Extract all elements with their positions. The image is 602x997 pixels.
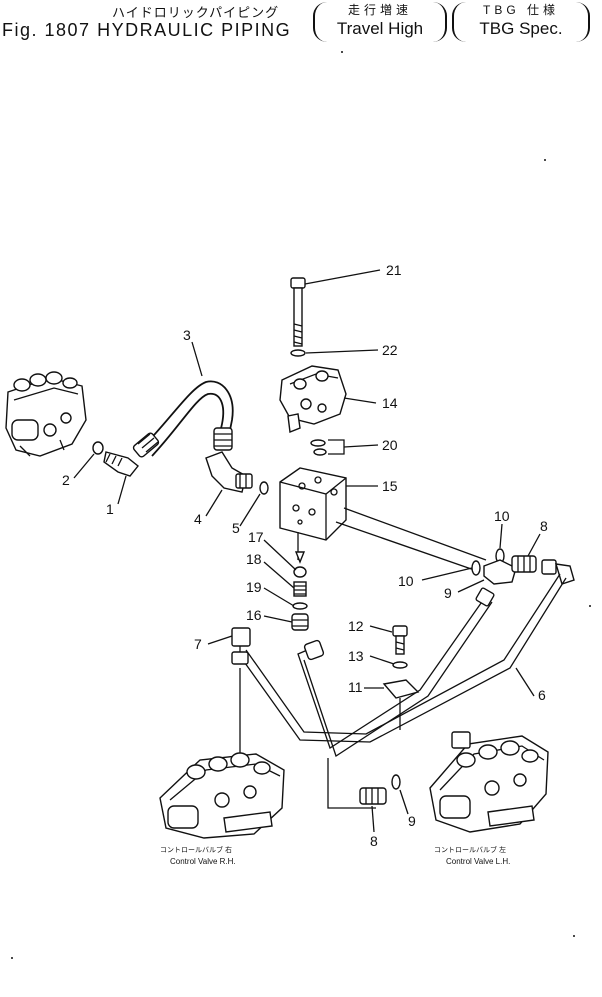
o-ring-9-lower — [391, 774, 401, 790]
valve-14 — [279, 365, 347, 433]
connector-8-lower — [359, 787, 387, 805]
title-japanese: ハイドロリックパイピング — [112, 5, 280, 20]
callout-label: 16 — [246, 607, 262, 623]
figure-number: Fig. 1807 — [2, 20, 91, 40]
callout-label: 6 — [538, 687, 546, 703]
washer-13 — [392, 661, 408, 669]
control-valve-lh-jp: コントロールバルブ 左 — [434, 845, 506, 854]
bolt-12 — [392, 625, 408, 655]
callout-label: 9 — [444, 585, 452, 601]
tbg-spec-en: TBG Spec. — [479, 19, 563, 38]
elbow-fitting-7 — [231, 627, 251, 665]
callout-label: 12 — [348, 618, 364, 634]
figure-name: HYDRAULIC PIPING — [97, 20, 292, 40]
o-ring-10-lower — [471, 560, 481, 576]
pipe-block-to-right — [335, 507, 487, 573]
callout-label: 21 — [386, 262, 402, 278]
washer-22 — [290, 349, 306, 357]
tube-6 — [239, 573, 567, 743]
callout-label: 7 — [194, 636, 202, 652]
plug-16 — [291, 613, 309, 631]
o-ring-19 — [292, 602, 308, 610]
control-valve-top-left — [5, 371, 87, 457]
ball-17 — [293, 566, 307, 578]
scan-specks — [11, 51, 591, 959]
o-ring-5 — [259, 481, 269, 495]
control-valve-captions: コントロールバルブ 右 Control Valve R.H. コントロールバルブ… — [160, 845, 510, 866]
hose-3 — [132, 380, 234, 458]
plug-stack — [291, 532, 309, 631]
control-valve-rh — [159, 752, 285, 839]
elbow-9 — [483, 559, 517, 585]
elbow-fitting-4 — [205, 451, 253, 493]
callout-label: 20 — [382, 437, 398, 453]
callout-label: 4 — [194, 511, 202, 527]
o-ring-2 — [92, 441, 104, 455]
tube-center — [297, 587, 495, 758]
control-valve-lh-en: Control Valve L.H. — [446, 857, 510, 866]
callout-label: 13 — [348, 648, 364, 664]
callout-label: 8 — [540, 518, 548, 534]
fittings-right — [471, 548, 575, 585]
callout-label: 5 — [232, 520, 240, 536]
callout-label: 9 — [408, 813, 416, 829]
manifold-block-15 — [279, 467, 347, 541]
control-valve-rh-en: Control Valve R.H. — [170, 857, 236, 866]
travel-high-jp: 走行増速 — [347, 3, 412, 17]
o-rings-20 — [310, 439, 345, 456]
title-english: Fig. 1807 HYDRAULIC PIPING — [2, 20, 291, 41]
leader-bottom — [327, 758, 376, 809]
control-valve-lh — [429, 731, 549, 833]
callout-label: 8 — [370, 833, 378, 849]
callout-label: 18 — [246, 551, 262, 567]
callout-label: 10 — [398, 573, 414, 589]
callout-label: 10 — [494, 508, 510, 524]
bolt-21 — [290, 277, 306, 347]
control-valve-rh-jp: コントロールバルブ 右 — [160, 845, 232, 854]
callout-leaders — [73, 269, 541, 833]
callout-label: 17 — [248, 529, 264, 545]
elbow-fitting-1 — [103, 451, 139, 477]
callout-label: 15 — [382, 478, 398, 494]
callout-label: 11 — [348, 679, 363, 695]
callout-label: 19 — [246, 579, 262, 595]
tbg-spec-jp: TBG 仕様 — [482, 3, 559, 17]
travel-high-label: 走行増速 Travel High — [313, 2, 447, 42]
callout-labels: 21 22 3 14 20 2 1 15 4 5 10 8 17 18 10 9… — [62, 262, 548, 849]
travel-high-en: Travel High — [336, 19, 424, 38]
callout-label: 3 — [183, 327, 191, 343]
callout-label: 1 — [106, 501, 114, 517]
callout-label: 2 — [62, 472, 70, 488]
tbg-spec-label: TBG 仕様 TBG Spec. — [452, 2, 590, 42]
callout-label: 14 — [382, 395, 398, 411]
clamp-11 — [382, 679, 420, 699]
callout-label: 22 — [382, 342, 398, 358]
